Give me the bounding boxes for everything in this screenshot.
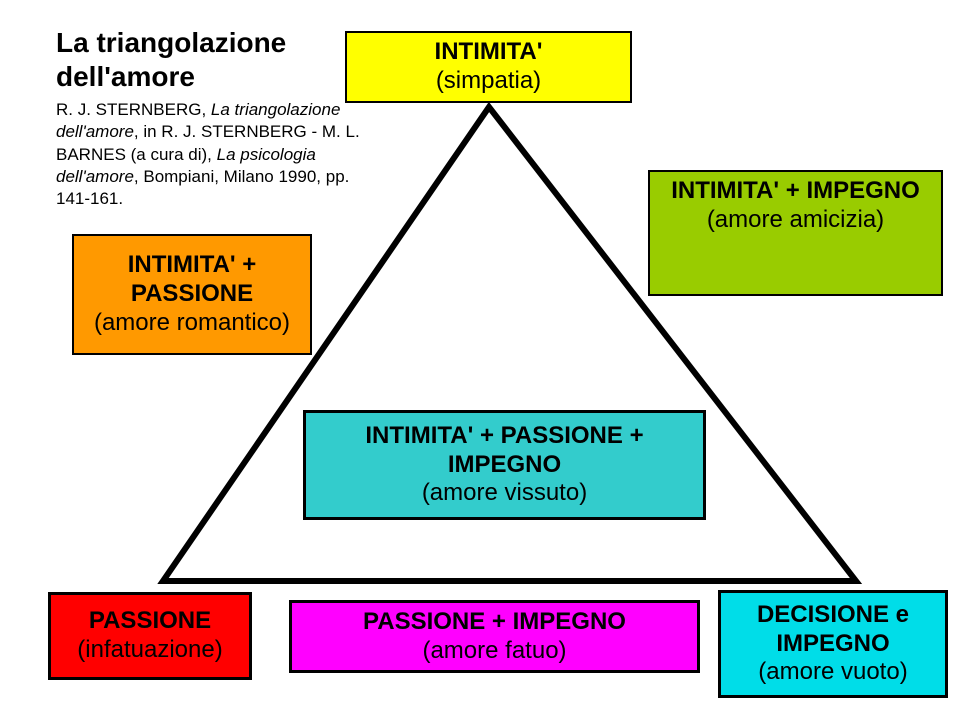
citation-part-4-italic: La psicologia dell'amore <box>56 144 316 186</box>
box-intimita-impegno: INTIMITA' + IMPEGNO (amore amicizia) <box>648 170 943 296</box>
citation-part-5: , Bompiani, Milano 1990, pp. 141-161. <box>56 166 350 208</box>
box-passione-impegno-title: PASSIONE + IMPEGNO <box>363 607 626 635</box>
box-intimita-impegno-title: INTIMITA' + IMPEGNO <box>671 177 920 204</box>
header: La triangolazione dell'amore R. J. STERN… <box>56 26 386 210</box>
citation-part-3: , in R. J. STERNBERG - M. L. BARNES (a c… <box>56 122 360 164</box>
box-decisione-impegno: DECISIONE e IMPEGNO (amore vuoto) <box>718 590 948 698</box>
triangle-shape <box>157 101 863 584</box>
box-intimita-impegno-subtitle: (amore amicizia) <box>706 205 885 233</box>
box-intimita-passione-impegno: INTIMITA' + PASSIONE + IMPEGNO (amore vi… <box>303 410 706 520</box>
box-intimita: INTIMITA' (simpatia) <box>345 31 632 103</box>
box-intimita-passione-subtitle: (amore romantico) <box>93 308 291 336</box>
box-passione-impegno: PASSIONE + IMPEGNO (amore fatuo) <box>289 600 700 673</box>
box-intimita-subtitle: (simpatia) <box>435 67 542 94</box>
box-passione-title: PASSIONE <box>88 607 212 635</box>
page-title: La triangolazione dell'amore <box>56 27 287 93</box>
box-intimita-passione: INTIMITA' + PASSIONE (amore romantico) <box>72 234 312 355</box>
box-intimita-passione-title: INTIMITA' + PASSIONE <box>127 251 257 308</box>
box-passione: PASSIONE (infatuazione) <box>48 592 252 680</box>
citation: R. J. STERNBERG, La triangolazione dell'… <box>56 99 386 209</box>
citation-part-2-italic: La triangolazione dell'amore <box>56 100 341 142</box>
box-passione-subtitle: (infatuazione) <box>77 636 223 663</box>
box-intimita-passione-impegno-subtitle: (amore vissuto) <box>421 479 588 507</box>
box-passione-impegno-subtitle: (amore fatuo) <box>422 636 567 664</box>
box-decisione-impegno-title: DECISIONE e IMPEGNO <box>756 600 910 657</box>
box-intimita-title: INTIMITA' <box>434 38 543 66</box>
box-intimita-passione-impegno-title: INTIMITA' + PASSIONE + IMPEGNO <box>365 421 644 478</box>
citation-part-1: R. J. STERNBERG, <box>56 100 211 120</box>
box-decisione-impegno-subtitle: (amore vuoto) <box>758 658 908 686</box>
